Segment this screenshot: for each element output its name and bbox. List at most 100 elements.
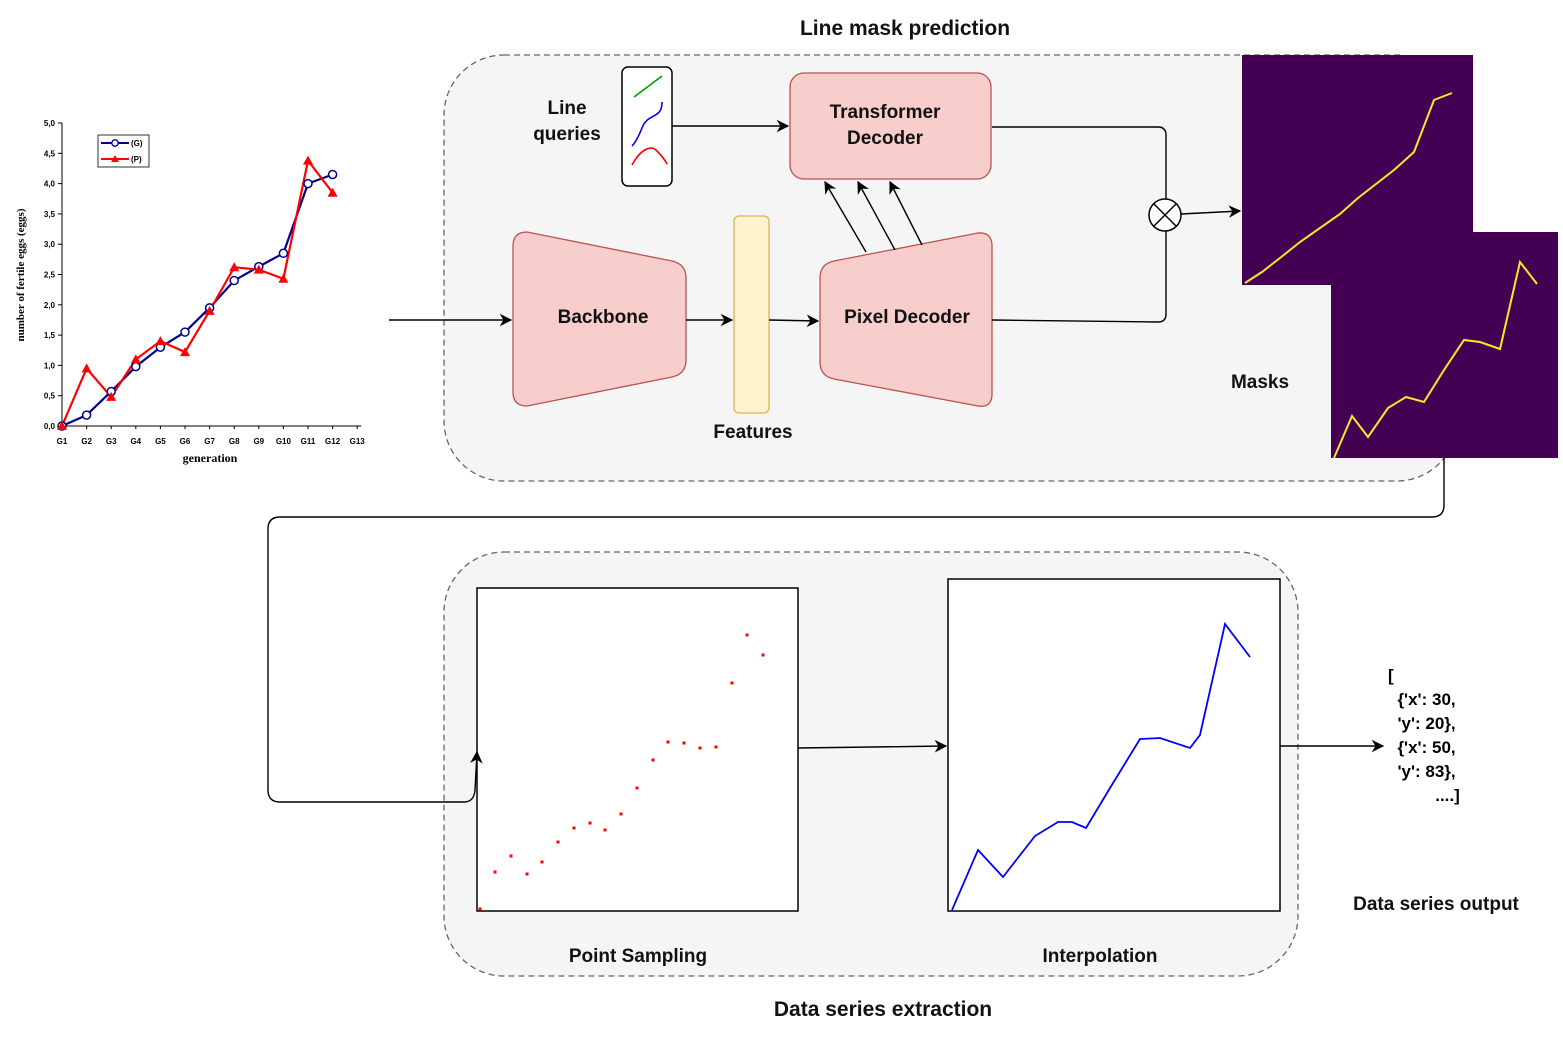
- y-tick-label: 0,0: [44, 422, 56, 431]
- features-block: [733, 215, 770, 414]
- series-marker: [303, 178, 313, 189]
- line-mask-prediction-title: Line mask prediction: [799, 17, 1011, 40]
- series-marker: [180, 347, 190, 357]
- pixel-decoder-block: [819, 232, 993, 407]
- query-curve-red-icon: [631, 147, 668, 166]
- features-label: Features: [713, 422, 793, 443]
- series-marker: [327, 187, 338, 197]
- output-line: ....]: [1388, 786, 1460, 805]
- output-line: 'y': 83},: [1388, 762, 1456, 781]
- y-tick-label: 1,0: [44, 361, 56, 370]
- point-sampling-plot: [476, 587, 799, 912]
- transformer-decoder-label: Transformer Decoder: [829, 102, 941, 149]
- sample-point: [730, 681, 734, 685]
- y-tick-label: 4,0: [44, 180, 56, 189]
- line-queries-label: Line queries: [533, 98, 601, 145]
- connection-arrows: [267, 119, 1445, 803]
- y-tick-label: 3,5: [44, 210, 56, 219]
- line-queries-box: [621, 66, 673, 187]
- series-marker: [278, 273, 289, 283]
- sampled-points: [478, 633, 765, 911]
- series-marker: [106, 391, 117, 401]
- series-marker: [81, 410, 92, 420]
- interpolation-plot: [947, 578, 1281, 912]
- x-tick-label: G11: [301, 437, 316, 446]
- series-marker: [253, 264, 264, 274]
- sample-point: [745, 633, 749, 637]
- mask-line-1: [1244, 92, 1453, 284]
- data-series-extraction-title: Data series extraction: [773, 998, 993, 1021]
- sample-point: [556, 840, 560, 844]
- x-tick-label: G2: [81, 437, 92, 446]
- sample-point: [698, 746, 702, 750]
- y-axis-label: number of fertile eggs (eggs): [15, 208, 27, 341]
- y-tick-label: 4,5: [44, 149, 56, 158]
- y-tick-label: 5,0: [44, 119, 56, 128]
- sample-point: [682, 741, 686, 745]
- sample-point: [714, 745, 718, 749]
- x-tick-label: G1: [57, 437, 68, 446]
- x-tick-label: G13: [350, 437, 366, 446]
- x-tick-label: G4: [130, 437, 141, 446]
- query-line-green-icon: [633, 75, 663, 98]
- y-tick-label: 1,5: [44, 331, 56, 340]
- interpolation-label: Interpolation: [1042, 946, 1158, 967]
- legend-marker: [111, 155, 119, 162]
- y-tick-label: 0,5: [44, 392, 56, 401]
- legend-box: [97, 134, 150, 168]
- sample-point: [651, 758, 655, 762]
- transformer-decoder-block: [789, 72, 992, 180]
- series-marker: [155, 336, 166, 346]
- x-tick-label: G8: [229, 437, 240, 446]
- y-tick-label: 2,0: [44, 301, 56, 310]
- sample-point: [572, 826, 576, 830]
- backbone-block: [512, 231, 687, 407]
- series-marker: [229, 275, 239, 286]
- sample-point: [493, 870, 497, 874]
- output-line: [: [1388, 666, 1394, 685]
- series-marker: [131, 361, 141, 372]
- legend-marker: [111, 139, 119, 147]
- series-marker: [327, 169, 338, 180]
- output-line: {'x': 50,: [1388, 738, 1456, 757]
- series-line: [61, 173, 333, 428]
- mask-image-2: [1331, 232, 1558, 458]
- sample-point: [588, 821, 592, 825]
- series-marker: [130, 354, 141, 364]
- output-line: {'x': 30,: [1388, 690, 1456, 709]
- sample-point: [619, 812, 623, 816]
- x-tick-label: G9: [253, 437, 264, 446]
- series-marker: [303, 155, 313, 165]
- sample-point: [603, 828, 607, 832]
- legend-label: (G): [131, 139, 143, 148]
- x-tick-label: G7: [204, 437, 215, 446]
- interpolated-line: [951, 621, 1251, 911]
- x-tick-label: G12: [325, 437, 341, 446]
- masks-label: Masks: [1230, 372, 1290, 393]
- pixel-decoder-label: Pixel Decoder: [844, 307, 970, 328]
- point-sampling-label: Point Sampling: [568, 946, 708, 967]
- sample-point: [509, 854, 513, 858]
- sample-point: [540, 860, 544, 864]
- legend-label: (P): [131, 155, 142, 164]
- sample-point: [666, 740, 670, 744]
- x-axis-label: generation: [183, 451, 238, 465]
- series-line: [60, 157, 334, 427]
- x-tick-label: G3: [106, 437, 117, 446]
- sample-point: [525, 872, 529, 876]
- sample-point: [761, 653, 765, 657]
- y-tick-label: 2,5: [44, 271, 56, 280]
- data-series-output-text: [ {'x': 30, 'y': 20}, {'x': 50, 'y': 83}…: [1388, 664, 1460, 808]
- sample-point: [635, 786, 639, 790]
- mask-line-2: [1333, 259, 1538, 459]
- series-marker: [57, 421, 67, 430]
- series-marker: [278, 248, 289, 259]
- x-tick-label: G6: [180, 437, 191, 446]
- x-tick-label: G10: [276, 437, 292, 446]
- output-line: 'y': 20},: [1388, 714, 1456, 733]
- series-marker: [180, 327, 190, 337]
- series-marker: [204, 305, 215, 315]
- series-marker: [229, 262, 240, 272]
